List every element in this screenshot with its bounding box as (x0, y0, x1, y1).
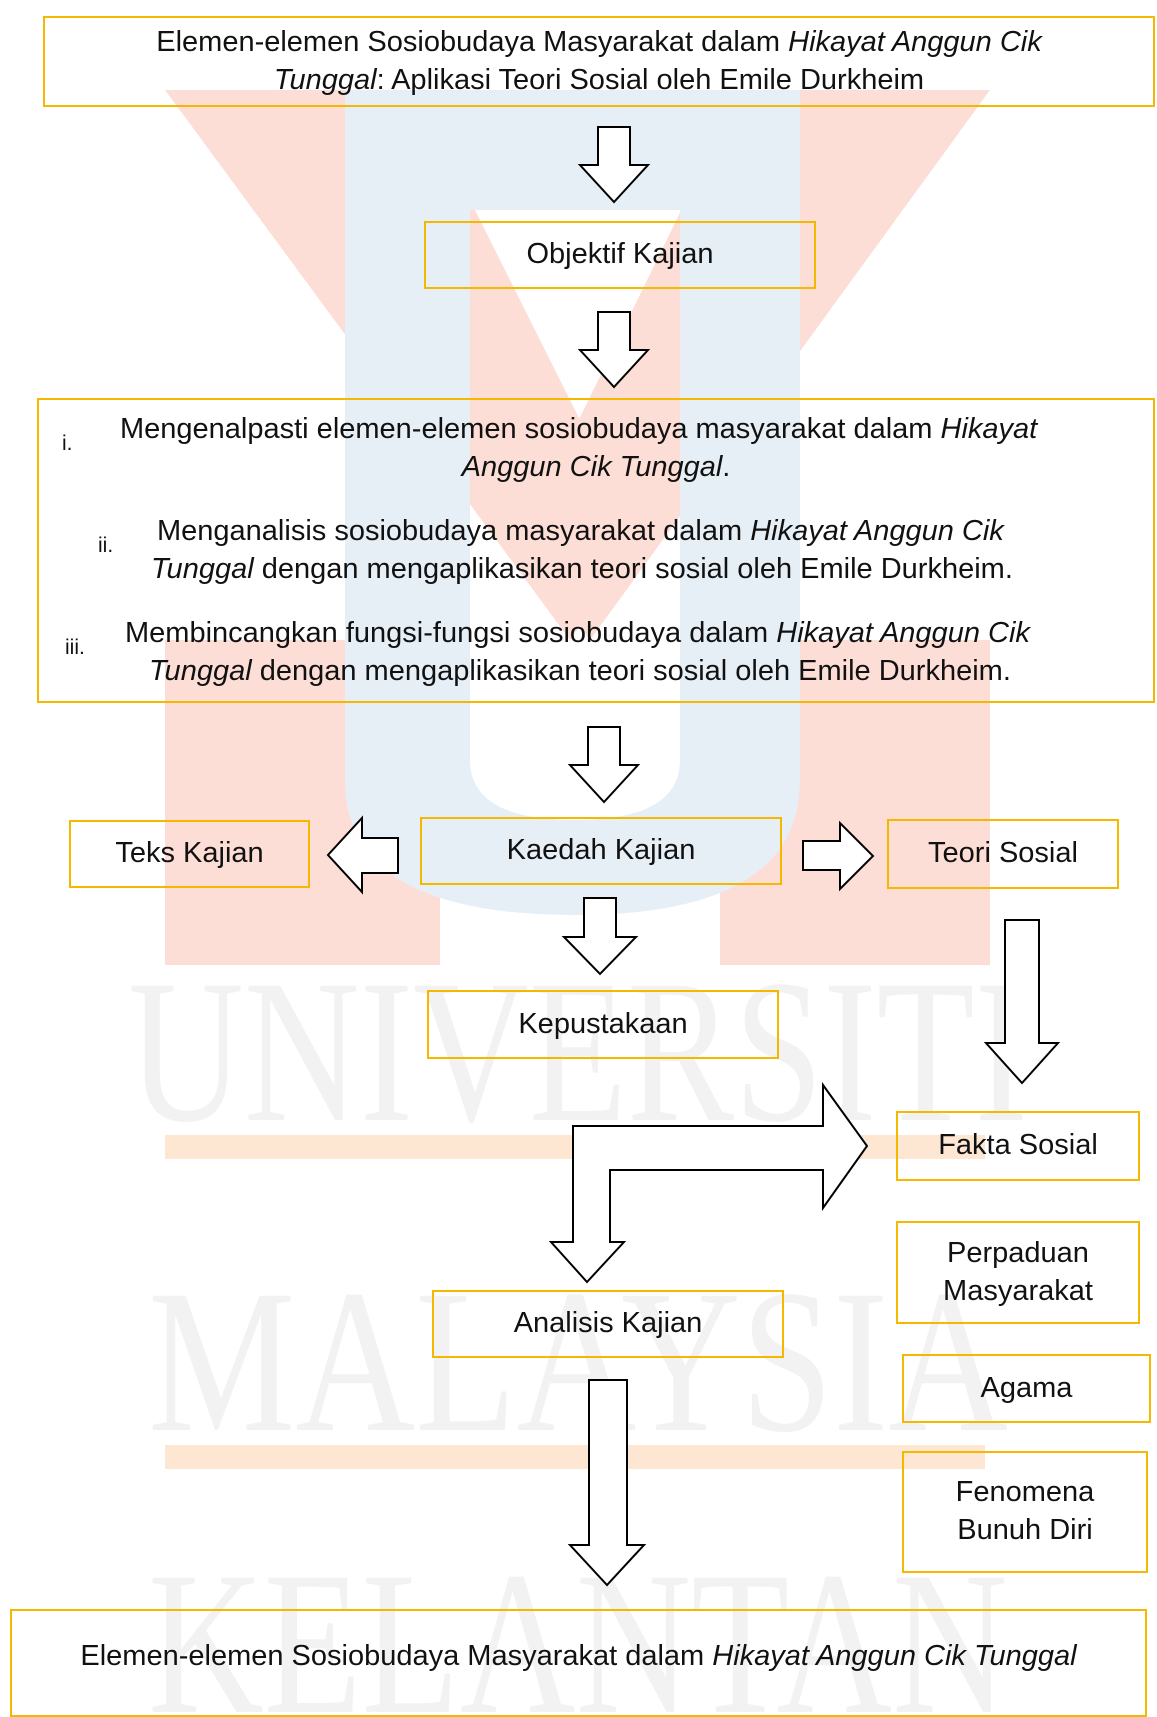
teks-kajian-label: Teks Kajian (115, 837, 264, 870)
agama-box: Agama (902, 1354, 1151, 1423)
perpaduan-label-line-2: Masyarakat (943, 1274, 1093, 1307)
objective-2-line-1: Menganalisis sosiobudaya masyarakat dala… (157, 515, 1004, 547)
down-arrow-teori-to-fakta (983, 919, 1061, 1085)
objective-number-2: ii. (98, 534, 114, 557)
fenomena-bunuh-diri-box: Fenomena Bunuh Diri (902, 1451, 1148, 1573)
elbow-arrow-fakta-analisis (548, 1081, 869, 1284)
title-line-2: Tunggal: Aplikasi Teori Sosial oleh Emil… (156, 62, 1042, 100)
down-arrow-kaedah-to-kepustakaan (561, 897, 639, 976)
objective-2-line-2: Tunggal dengan mengaplikasikan teori sos… (151, 553, 1013, 585)
perpaduan-label-line-1: Perpaduan (947, 1236, 1089, 1269)
agama-label: Agama (980, 1371, 1073, 1404)
analisis-kajian-box: Analisis Kajian (432, 1290, 784, 1358)
down-arrow-list-to-kaedah (567, 726, 641, 804)
objective-1-line-1: Mengenalpasti elemen-elemen sosiobudaya … (120, 413, 1038, 445)
kepustakaan-box: Kepustakaan (427, 990, 779, 1059)
objective-3-line-1: Membincangkan fungsi-fungsi sosiobudaya … (125, 617, 1030, 649)
fenomena-label-line-2: Bunuh Diri (957, 1514, 1093, 1546)
objektif-kajian-box: Objektif Kajian (424, 221, 816, 289)
down-arrow-objektif-to-list (577, 311, 651, 389)
right-arrow-to-teori (802, 820, 875, 892)
title-italic-2: Tunggal (273, 63, 377, 96)
watermark-blue-shape (345, 90, 800, 915)
down-arrow-analisis-to-result (567, 1379, 647, 1587)
title-line-1: Elemen-elemen Sosiobudaya Masyarakat dal… (156, 24, 1042, 62)
watermark-line-2: MALAYSIA (148, 1248, 1008, 1475)
perpaduan-masyarakat-box: Perpaduan Masyarakat (896, 1221, 1140, 1324)
objective-1-line-2: Anggun Cik Tunggal. (461, 451, 731, 483)
teori-sosial-box: Teori Sosial (887, 819, 1119, 889)
result-box: Elemen-elemen Sosiobudaya Masyarakat dal… (10, 1609, 1147, 1717)
down-arrow-title-to-objektif (577, 126, 651, 204)
fenomena-label-line-1: Fenomena (955, 1476, 1095, 1509)
objective-number-3: iii. (65, 636, 85, 659)
title-prefix: Elemen-elemen Sosiobudaya Masyarakat dal… (156, 25, 789, 58)
kaedah-kajian-label: Kaedah Kajian (506, 834, 696, 867)
objective-number-1: i. (62, 432, 73, 455)
objective-3-line-2: Tunggal dengan mengaplikasikan teori sos… (149, 655, 1011, 687)
watermark-orange-bar-2 (165, 1445, 985, 1469)
fakta-sosial-label: Fakta Sosial (938, 1129, 1098, 1162)
result-prefix: Elemen-elemen Sosiobudaya Masyarakat dal… (80, 1640, 713, 1672)
title-box: Elemen-elemen Sosiobudaya Masyarakat dal… (43, 16, 1155, 107)
title-italic: Hikayat Anggun Cik (788, 25, 1042, 58)
objectives-list-box: i. Mengenalpasti elemen-elemen sosiobuda… (37, 398, 1155, 703)
objektif-kajian-label: Objektif Kajian (526, 238, 714, 271)
analisis-kajian-label: Analisis Kajian (513, 1307, 703, 1340)
kepustakaan-label: Kepustakaan (518, 1007, 688, 1040)
watermark-line-3: KELANTAN (148, 1530, 1008, 1715)
fakta-sosial-box: Fakta Sosial (896, 1111, 1140, 1181)
teks-kajian-box: Teks Kajian (69, 820, 310, 888)
result-italic: Hikayat Anggun Cik Tunggal (712, 1640, 1077, 1672)
title-suffix: : Aplikasi Teori Sosial oleh Emile Durkh… (376, 63, 925, 96)
result-text: Elemen-elemen Sosiobudaya Masyarakat dal… (80, 1638, 1076, 1676)
left-arrow-to-teks (326, 815, 399, 895)
teori-sosial-label: Teori Sosial (928, 837, 1078, 870)
kaedah-kajian-box: Kaedah Kajian (420, 817, 782, 885)
